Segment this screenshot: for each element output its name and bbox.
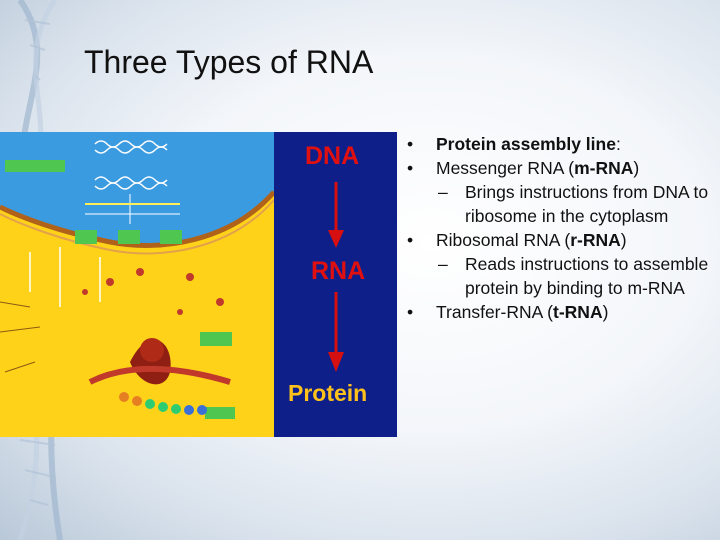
sub-bullet-ribosomal-rna: –Reads instructions to assemble protein …: [438, 254, 709, 298]
bullet-transfer-rna: •Transfer-RNA (t-RNA): [407, 302, 609, 322]
bullet-ribosomal-rna: •Ribosomal RNA (r-RNA): [407, 230, 627, 250]
flow-arrows: [328, 182, 344, 372]
bullet-dot: •: [407, 158, 414, 178]
dna-rna-protein-figure: DNA RNA Protein: [0, 132, 397, 437]
sub-bullet-messenger-rna: –Brings instructions from DNA to ribosom…: [438, 182, 709, 226]
sub-bullet-dash: –: [438, 254, 448, 274]
flow-label-dna: DNA: [305, 142, 360, 170]
bullet-dot: •: [407, 134, 414, 154]
flow-label-protein: Protein: [288, 380, 368, 406]
bullet-list: •Protein assembly line: •Messenger RNA (…: [407, 132, 712, 324]
sub-bullet-dash: –: [438, 182, 448, 202]
bullet-messenger-rna: •Messenger RNA (m-RNA): [407, 158, 640, 178]
bullet-dot: •: [407, 302, 414, 322]
flow-panel: DNA RNA Protein: [274, 132, 397, 437]
bullet-dot: •: [407, 230, 414, 250]
cell-diagram: [0, 132, 274, 437]
flow-label-rna: RNA: [311, 257, 366, 285]
slide-title: Three Types of RNA: [84, 44, 374, 80]
bullet-protein-assembly: •Protein assembly line:: [407, 134, 621, 154]
